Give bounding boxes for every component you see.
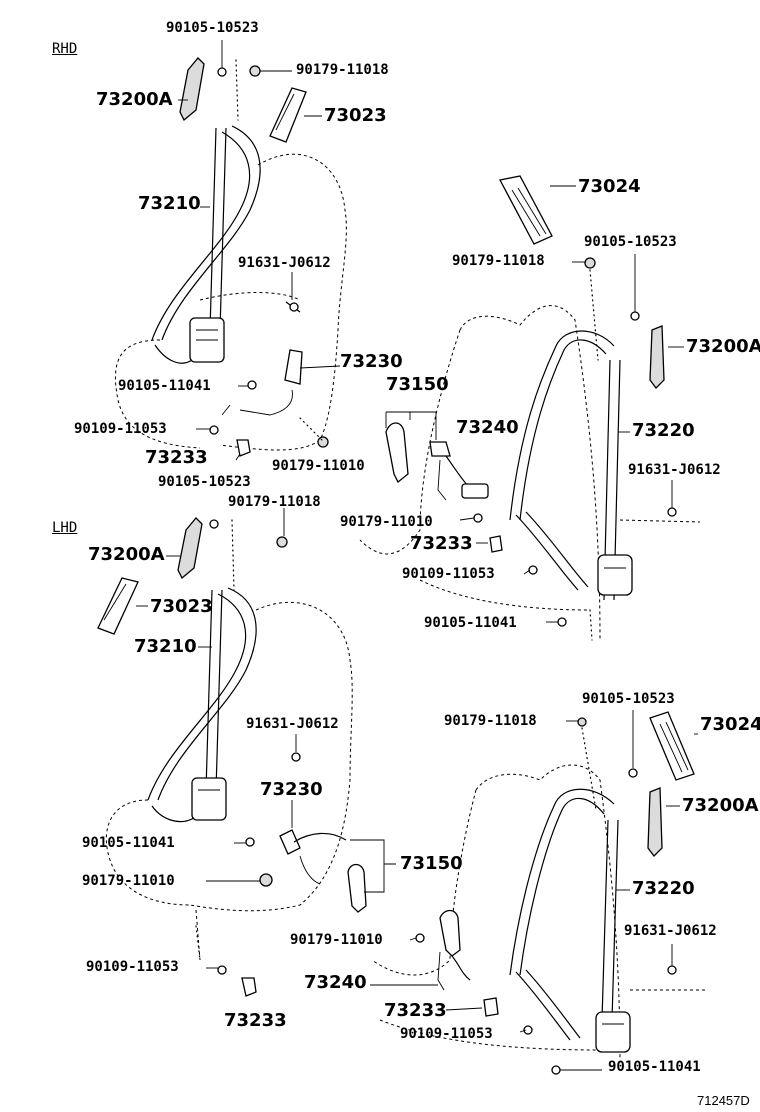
label-90109-11053-lhd-rear: 90109-11053 — [400, 1026, 493, 1042]
label-73023-lhd: 73023 — [150, 596, 213, 617]
label-90179-11018-rear: 90179-11018 — [452, 253, 545, 269]
pillar-cover-73023 — [269, 87, 307, 143]
lhd-front-belt-group — [97, 508, 396, 997]
label-90179-11010-lhd-rear: 90179-11010 — [290, 932, 383, 948]
diagram-id: 712457D — [697, 1093, 750, 1108]
label-73233: 73233 — [145, 447, 208, 468]
pillar-cover-73023-lhd — [97, 577, 139, 635]
section-header-rhd: RHD — [52, 41, 78, 57]
label-90105-11041-lhd: 90105-11041 — [82, 835, 175, 851]
label-73023: 73023 — [324, 105, 387, 126]
rhd-rear-belt-group — [359, 175, 701, 641]
cover-73233-lhd — [241, 977, 257, 997]
rhd-front-belt-group — [114, 40, 347, 461]
label-73150-lhd: 73150 — [400, 853, 463, 874]
buckle-73150-lhd — [347, 863, 367, 913]
anchor-plate-73200A-lhd-rear — [647, 787, 663, 857]
label-73230: 73230 — [340, 351, 403, 372]
label-90179-11010: 90179-11010 — [272, 458, 365, 474]
label-90179-11018-mid: 90179-11018 — [228, 494, 321, 510]
buckle-73230-lhd — [279, 829, 301, 855]
label-90109-11053-rear: 90109-11053 — [402, 566, 495, 582]
nut-90179-11010 — [317, 436, 329, 448]
cover-73233-rear — [489, 535, 503, 553]
label-73230-lhd: 73230 — [260, 779, 323, 800]
bolt-90105-11041 — [247, 380, 257, 390]
bolt-90105-10523 — [217, 67, 227, 77]
label-73210: 73210 — [138, 193, 201, 214]
label-91631-J0612-lhd: 91631-J0612 — [246, 716, 339, 732]
label-90105-11041-rear: 90105-11041 — [424, 615, 517, 631]
lhd-rear-belt-group — [370, 710, 705, 1075]
label-90105-10523-rear: 90105-10523 — [584, 234, 677, 250]
buckle-73230 — [284, 349, 303, 385]
anchor-plate-73200A — [179, 57, 205, 122]
label-73200A-rear: 73200A — [686, 336, 760, 357]
label-91631-J0612-lhd-rear: 91631-J0612 — [624, 923, 717, 939]
label-73024: 73024 — [578, 176, 641, 197]
label-73024-lhd: 73024 — [700, 714, 760, 735]
bolt-90109-11053 — [209, 425, 219, 435]
label-73233-lhd-rear: 73233 — [384, 1000, 447, 1021]
label-91631-J0612: 91631-J0612 — [238, 255, 331, 271]
pillar-cover-73024-lhd — [649, 711, 695, 781]
label-73200A-lhd: 73200A — [88, 544, 165, 565]
label-73220: 73220 — [632, 420, 695, 441]
label-91631-J0612-rear: 91631-J0612 — [628, 462, 721, 478]
label-73240-lhd: 73240 — [304, 972, 367, 993]
cover-73233-lhd-rear — [483, 997, 499, 1017]
buckle-73240 — [429, 441, 451, 457]
label-90105-11041: 90105-11041 — [118, 378, 211, 394]
label-73150: 73150 — [386, 374, 449, 395]
label-73233-lhd: 73233 — [224, 1010, 287, 1031]
retractor-73220 — [597, 554, 633, 596]
label-73233-rear: 73233 — [410, 533, 473, 554]
anchor-plate-73200A-rear — [649, 325, 665, 389]
label-90105-10523: 90105-10523 — [166, 20, 259, 36]
buckle-73150 — [385, 422, 409, 484]
label-90179-11010-lhd: 90179-11010 — [82, 873, 175, 889]
belt-webbing-73210 — [209, 127, 217, 331]
anchor-plate-73200A-lhd — [177, 517, 203, 580]
retractor-73210-lhd — [191, 777, 227, 821]
label-73200A: 73200A — [96, 89, 173, 110]
label-73240: 73240 — [456, 417, 519, 438]
nut-90179-11018 — [249, 65, 261, 77]
label-73220-lhd: 73220 — [632, 878, 695, 899]
label-90105-10523-lhd-rear: 90105-10523 — [582, 691, 675, 707]
label-90179-11018-lhd-rear: 90179-11018 — [444, 713, 537, 729]
section-header-lhd: LHD — [52, 520, 78, 536]
pillar-cover-73024 — [499, 175, 553, 245]
cover-73233 — [236, 439, 251, 457]
belt-webbing-73220-lhd — [601, 819, 609, 1021]
retractor-73220-lhd — [595, 1011, 631, 1053]
label-90105-10523-mid: 90105-10523 — [158, 474, 251, 490]
label-90179-11018: 90179-11018 — [296, 62, 389, 78]
label-90179-11010-rear: 90179-11010 — [340, 514, 433, 530]
label-90105-11041-lhd-rear: 90105-11041 — [608, 1059, 701, 1075]
label-73200A-lhd-rear: 73200A — [682, 795, 759, 816]
label-73210-lhd: 73210 — [134, 636, 197, 657]
belt-webbing-73210-lhd — [205, 589, 213, 791]
label-90109-11053-lhd: 90109-11053 — [86, 959, 179, 975]
label-90109-11053: 90109-11053 — [74, 421, 167, 437]
buckle-73240-lhd — [439, 909, 461, 957]
